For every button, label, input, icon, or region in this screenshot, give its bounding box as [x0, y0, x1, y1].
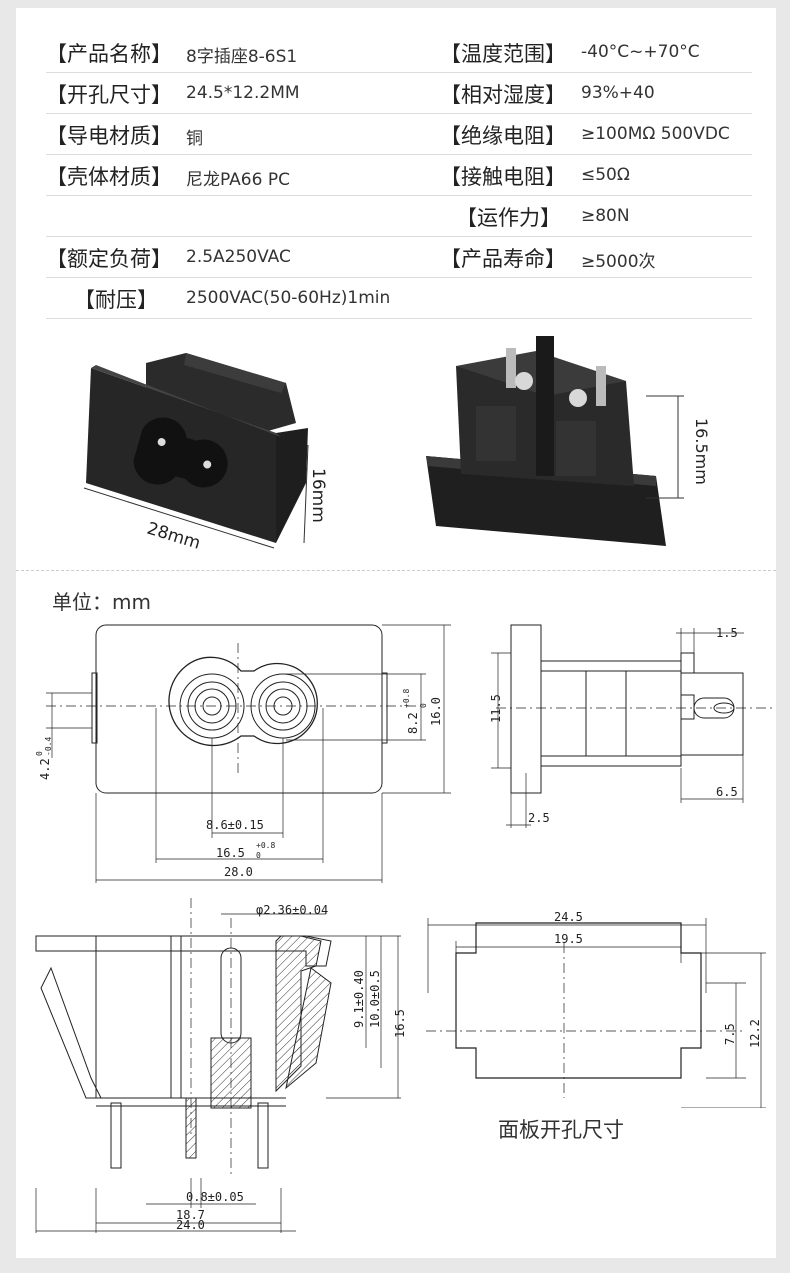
dim-9-1: 9.1±0.40: [352, 970, 366, 1028]
dim-16-0: 16.0: [429, 697, 443, 726]
dim-8-2-tol-dn: 0: [419, 703, 428, 708]
dim-1-5: 1.5: [716, 626, 738, 640]
spec-key: 【壳体材质】: [46, 165, 172, 189]
photo-width-dim: 28mm: [145, 519, 203, 554]
spec-key: 【相对湿度】: [440, 83, 566, 107]
photo-height-dim: 16mm: [308, 468, 328, 523]
dashed-separator: [16, 570, 776, 571]
dim-24-0: 24.0: [176, 1218, 205, 1232]
dim-19-5: 19.5: [554, 932, 583, 946]
spec-key: 【耐压】: [74, 288, 158, 312]
dim-8-2-tol-up: +0.8: [402, 689, 411, 708]
spec-value: ≤50Ω: [581, 165, 630, 185]
dim-18-7: 18.7: [176, 1208, 205, 1222]
spec-value: ≥5000次: [581, 252, 656, 272]
dim-11-5: 11.5: [489, 694, 503, 723]
dim-4-2: 4.2: [38, 758, 52, 780]
dim-10-0: 10.0±0.5: [368, 970, 382, 1028]
spec-row: 【导电材质】 铜 【绝缘电阻】 ≥100MΩ 500VDC: [46, 114, 752, 155]
dim-0-8: 0.8±0.05: [186, 1190, 244, 1204]
spec-key: 【绝缘电阻】: [440, 124, 566, 148]
dim-16-5: 16.5: [216, 846, 245, 860]
spec-row: 【额定负荷】 2.5A250VAC 【产品寿命】 ≥5000次: [46, 237, 752, 278]
unit-label: 单位：mm: [52, 590, 151, 614]
spec-value: 93%+40: [581, 83, 655, 103]
dim-phi: φ2.36±0.04: [256, 903, 328, 917]
dim-16-5-tol-dn: 0: [256, 851, 261, 860]
spec-key: 【接触电阻】: [440, 165, 566, 189]
spec-value: -40°C~+70°C: [581, 42, 700, 62]
spec-key: 【开孔尺寸】: [46, 83, 172, 107]
spec-value: 铜: [186, 129, 203, 149]
panel-cutout-drawing: 24.5 19.5 7.5 12.2: [426, 910, 766, 1108]
spec-value: ≥80N: [581, 206, 630, 226]
dim-12-2: 12.2: [748, 1019, 762, 1048]
spec-key: 【导电材质】: [46, 124, 172, 148]
spec-value: 2.5A250VAC: [186, 247, 291, 267]
front-view-drawing: 16.0 8.2 +0.8 0 4.2 0 -0.4 8.6±0.15 16.5…: [35, 624, 451, 883]
product-photo-back: 16.5mm: [426, 336, 711, 546]
product-sheet: 【产品名称】 8字插座8-6S1 【温度范围】 -40°C~+70°C 【开孔尺…: [16, 8, 776, 1258]
dim-16-5-tol-up: +0.8: [256, 841, 275, 850]
spec-value: 24.5*12.2MM: [186, 83, 300, 103]
spec-table: 【产品名称】 8字插座8-6S1 【温度范围】 -40°C~+70°C 【开孔尺…: [46, 32, 752, 319]
spec-row: 【产品名称】 8字插座8-6S1 【温度范围】 -40°C~+70°C: [46, 32, 752, 73]
spec-value: 2500VAC(50-60Hz)1min: [186, 288, 391, 308]
panel-cutout-caption: 面板开孔尺寸: [498, 1118, 624, 1142]
spec-key: 【温度范围】: [440, 42, 566, 66]
product-photo-front: 28mm 16mm: [83, 353, 328, 554]
dim-4-2-tol-dn: -0.4: [44, 737, 53, 756]
section-view-drawing: φ2.36±0.04 9.1±0.40 10.0±0.5 16.5 0.8±0.…: [35, 898, 407, 1233]
spec-row: 【开孔尺寸】 24.5*12.2MM 【相对湿度】 93%+40: [46, 73, 752, 114]
spec-key: 【运作力】: [456, 206, 561, 230]
spec-value: 尼龙PA66 PC: [186, 170, 290, 190]
spec-key: 【产品寿命】: [440, 247, 566, 271]
side-view-drawing: 1.5 11.5 2.5 6.5: [489, 624, 776, 828]
spec-value: 8字插座8-6S1: [186, 47, 298, 67]
dim-8-2: 8.2: [406, 712, 420, 734]
dim-2-5: 2.5: [528, 811, 550, 825]
dim-6-5: 6.5: [716, 785, 738, 799]
dim-7-5: 7.5: [723, 1023, 737, 1045]
dim-16-5-section: 16.5: [393, 1009, 407, 1038]
dim-8-6: 8.6±0.15: [206, 818, 264, 832]
dim-4-2-tol-up: 0: [35, 751, 44, 756]
spec-row: 【耐压】 2500VAC(50-60Hz)1min: [46, 278, 752, 319]
spec-key: 【额定负荷】: [46, 247, 172, 271]
spec-value: ≥100MΩ 500VDC: [581, 124, 730, 144]
dim-28-0: 28.0: [224, 865, 253, 879]
dim-24-5: 24.5: [554, 910, 583, 924]
spec-key: 【产品名称】: [46, 42, 172, 66]
spec-row: 【壳体材质】 尼龙PA66 PC 【接触电阻】 ≤50Ω: [46, 155, 752, 196]
spec-row: 【运作力】 ≥80N: [46, 196, 752, 237]
photo-depth-dim: 16.5mm: [692, 418, 711, 485]
